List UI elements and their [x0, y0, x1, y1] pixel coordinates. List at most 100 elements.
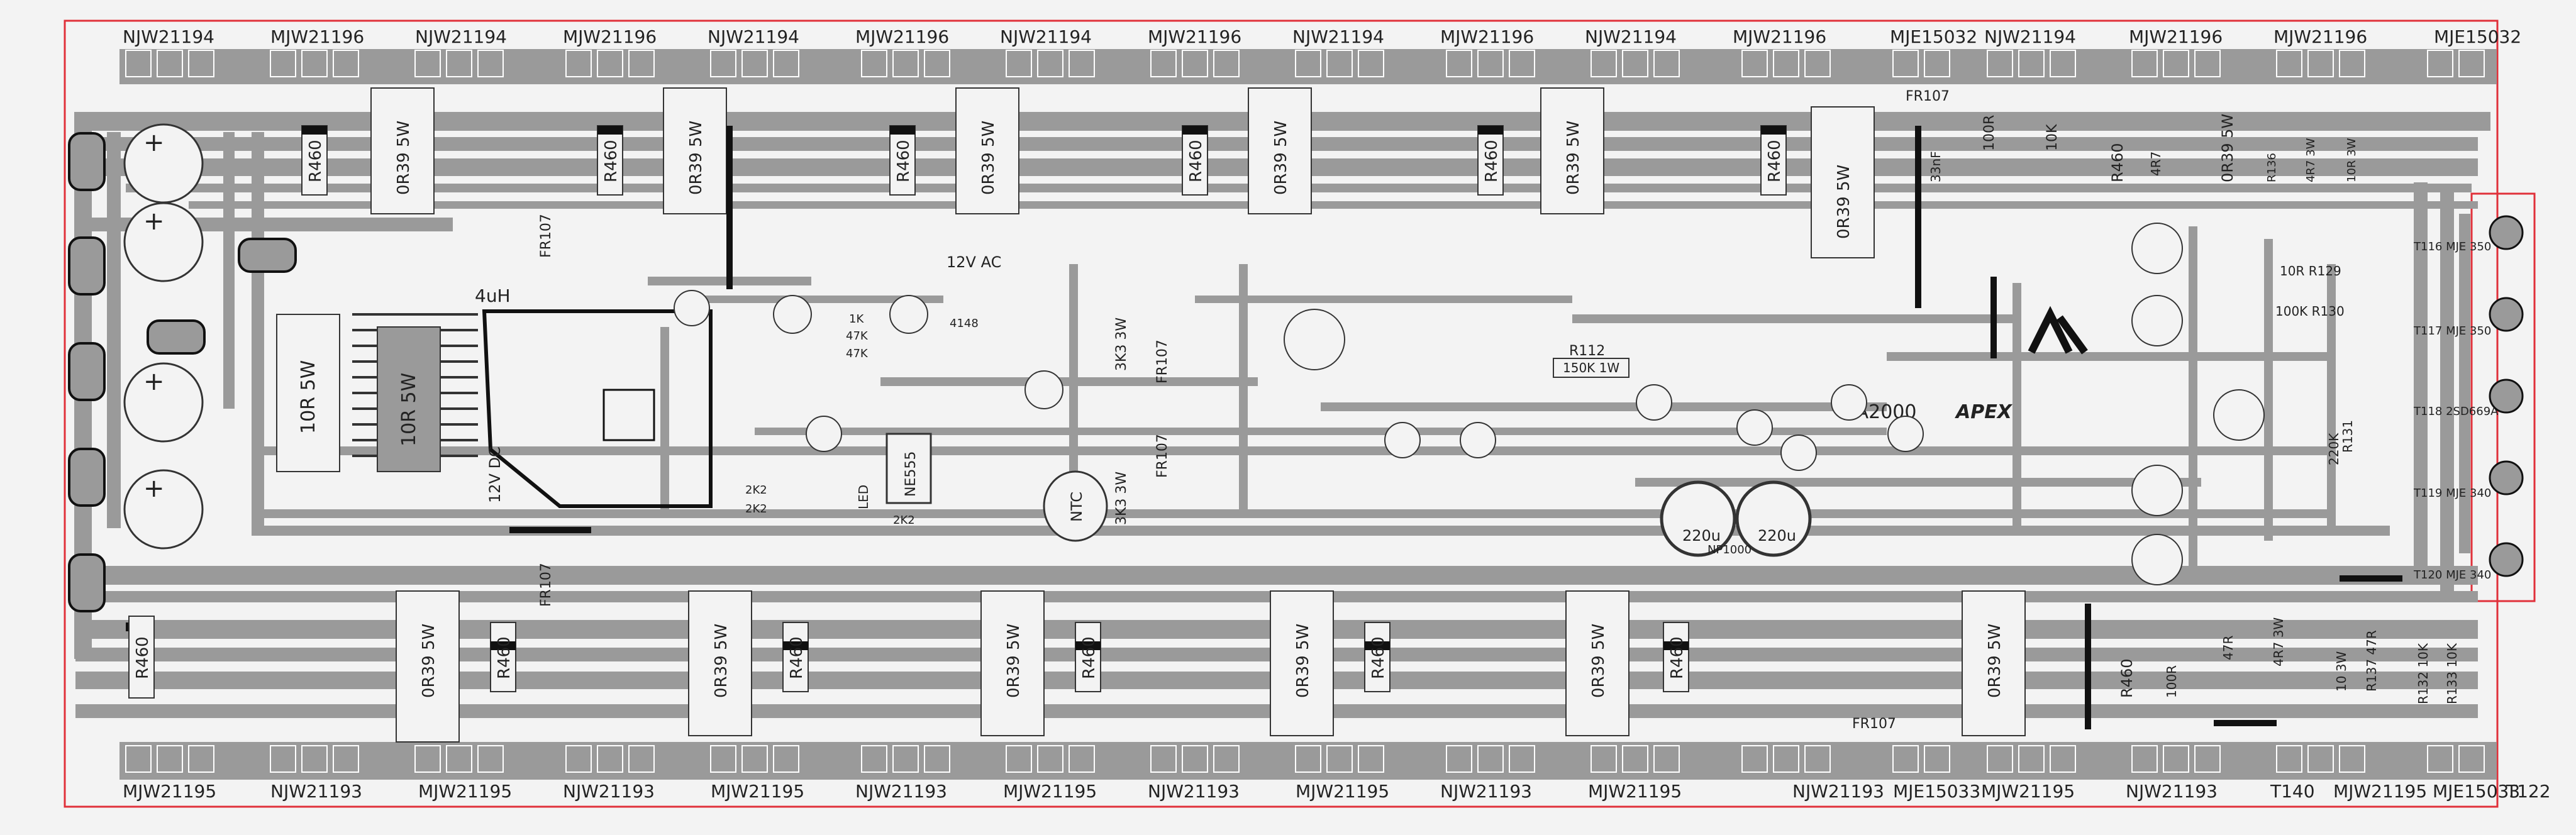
svg-text:+: + — [143, 367, 165, 396]
resistor-10r-3w-label: 10R 3W — [2345, 138, 2358, 182]
top-resistor-label: R460 — [1482, 140, 1501, 182]
top-transistor-label: NJW21194 — [1585, 26, 1677, 47]
resistor-4r7-label: 4R7 — [2148, 152, 2163, 176]
bottom-transistor-label: MJW21195 — [418, 781, 512, 802]
top-transistor-label: MJW21196 — [563, 26, 657, 47]
bottom-transistor-label: NJW21193 — [1440, 781, 1532, 802]
board-outline — [64, 19, 2499, 808]
top-transistor-label: MJW21196 — [1148, 26, 1241, 47]
output-transistor-label: T120 MJE 340 — [2413, 568, 2491, 582]
top-transistor-label: NJW21194 — [1292, 26, 1384, 47]
diode-fr107-label: FR107 — [1906, 89, 1950, 104]
resistor-4r7-3w-bottom-label: 4R7 3W — [2271, 617, 2286, 666]
top-transistor-label: NJW21194 — [415, 26, 507, 47]
top-resistor-label: 0R39 5W — [687, 121, 706, 195]
diode-fr107-label: FR107 — [538, 214, 554, 258]
bottom-transistor-label: MJW21195 — [123, 781, 216, 802]
diode-fr107-label: FR107 — [538, 563, 554, 607]
left-connector-pads — [68, 132, 297, 612]
output-transistor-label: T118 2SD669A — [2413, 405, 2499, 418]
r112-body — [1553, 358, 1629, 378]
top-resistor-label: 0R39 5W — [394, 121, 413, 195]
resistor-2k2-label: 2K2 — [893, 514, 915, 527]
bottom-resistor-label: 0R39 5W — [1294, 624, 1313, 698]
led-label: LED — [856, 485, 871, 509]
resistor-r132-label: R132 10K — [2416, 643, 2431, 704]
resistor-2k2-label: 2K2 — [745, 484, 767, 497]
bottom-resistor-label: 0R39 5W — [1589, 624, 1608, 698]
bottom-right-label: MJW21195 — [2333, 781, 2427, 802]
bottom-right-label: MJE15033 — [1893, 781, 1980, 802]
top-resistor-label: 0R39 5W — [1564, 121, 1583, 195]
filter-capacitors — [123, 123, 204, 550]
left-resistor-label: R460 — [133, 636, 152, 679]
resistor-100r-label: 100R — [1982, 115, 1997, 151]
inductor-label: 4uH — [475, 285, 511, 306]
resistor-3k3-label: 3K3 3W — [1114, 472, 1130, 525]
bottom-resistor-label: R460 — [1668, 636, 1687, 679]
capacitor-220u-a — [1660, 480, 1736, 557]
bottom-right-label: T140 — [2270, 781, 2315, 802]
diode-4148-label: 4148 — [950, 317, 979, 330]
diode-fr107-label: FR107 — [1155, 340, 1170, 384]
capacitor-220u-a-label: 220u — [1682, 527, 1721, 545]
top-resistor-label: 0R39 5W — [1272, 121, 1291, 195]
pot-220k-label: 220K — [2326, 433, 2341, 465]
bottom-right-label: MJE15033 — [2433, 781, 2520, 802]
output-transistor-label: T117 MJE 350 — [2413, 324, 2491, 338]
resistor-47r-label: 47R — [2221, 636, 2236, 660]
left-resistor-body — [128, 616, 155, 699]
bottom-transistor-label: NJW21193 — [563, 781, 655, 802]
top-transistor-pads — [125, 50, 2485, 77]
diode-fr107-label: FR107 — [1155, 434, 1170, 478]
bottom-transistor-label: MJW21195 — [1296, 781, 1389, 802]
top-resistor-label: R460 — [306, 140, 325, 182]
ntc-label: NTC — [1068, 492, 1085, 522]
bottom-transistor-label: MJW21195 — [1003, 781, 1097, 802]
top-transistor-label: NJW21194 — [123, 26, 214, 47]
top-resistor-label: R460 — [1765, 140, 1784, 182]
resistor-10k-label: 10K — [2045, 124, 2060, 151]
top-resistor-label: 0R39 5W — [1835, 165, 1853, 239]
resistor-r460-bottom-right-label: R460 — [2118, 659, 2136, 698]
bottom-right-label: MJW21195 — [1981, 781, 2075, 802]
resistor-r137-label: R137 47R — [2364, 630, 2379, 692]
resistor-r131-label: R131 — [2340, 420, 2355, 453]
resistor-3k3-label: 3K3 3W — [1114, 318, 1130, 371]
resistor-4r7-3w-label: 4R7 3W — [2304, 138, 2318, 182]
resistor-10r-a-body — [276, 314, 340, 472]
top-transistor-label: NJW21194 — [708, 26, 799, 47]
capacitor-220u-b — [1735, 480, 1812, 557]
top-resistor-bodies — [301, 87, 1875, 258]
output-transistor-label: T119 MJE 340 — [2413, 487, 2491, 500]
top-transistor-label: MJW21196 — [1440, 26, 1534, 47]
ac-input-label: 12V AC — [947, 253, 1001, 271]
top-right-label: MJW21196 — [2129, 26, 2223, 47]
r112-value: 150K 1W — [1563, 360, 1619, 375]
bottom-resistor-label: 0R39 5W — [1985, 624, 2004, 698]
top-transistor-label: NJW21194 — [1000, 26, 1092, 47]
top-right-label: MJW21196 — [2273, 26, 2367, 47]
resistor-100r-bottom-label: 100R — [2164, 665, 2179, 698]
resistor-10r-b-body — [377, 326, 441, 472]
top-resistor-bands — [302, 126, 1786, 135]
top-transistor-label: MJW21196 — [855, 26, 949, 47]
diode-fr107-label: FR107 — [1852, 716, 1896, 732]
resistor-0r39-right-label: 0R39 5W — [2219, 114, 2236, 182]
resistor-10-3w-label: 10 3W — [2334, 651, 2349, 692]
np1000-label: NP1000 — [1707, 543, 1752, 556]
svg-text:+: + — [143, 207, 165, 236]
small-transistor-footprints — [674, 223, 2265, 585]
r112-label: R112 — [1569, 343, 1605, 359]
resistor-10r-b-label: 10R 5W — [398, 373, 420, 446]
bottom-resistor-label: 0R39 5W — [712, 624, 731, 698]
bottom-right-label: NJW21193 — [2126, 781, 2218, 802]
top-resistor-label: R460 — [602, 140, 621, 182]
resistor-r129-label: 10R R129 — [2280, 263, 2341, 279]
brand-logo-mark — [2028, 306, 2088, 355]
bottom-transistor-label: NJW21193 — [1792, 781, 1884, 802]
brand-name: APEX — [1955, 401, 2013, 423]
output-transistor-label: T116 MJE 350 — [2413, 240, 2491, 253]
resistor-47k-label: 47K — [846, 329, 869, 343]
